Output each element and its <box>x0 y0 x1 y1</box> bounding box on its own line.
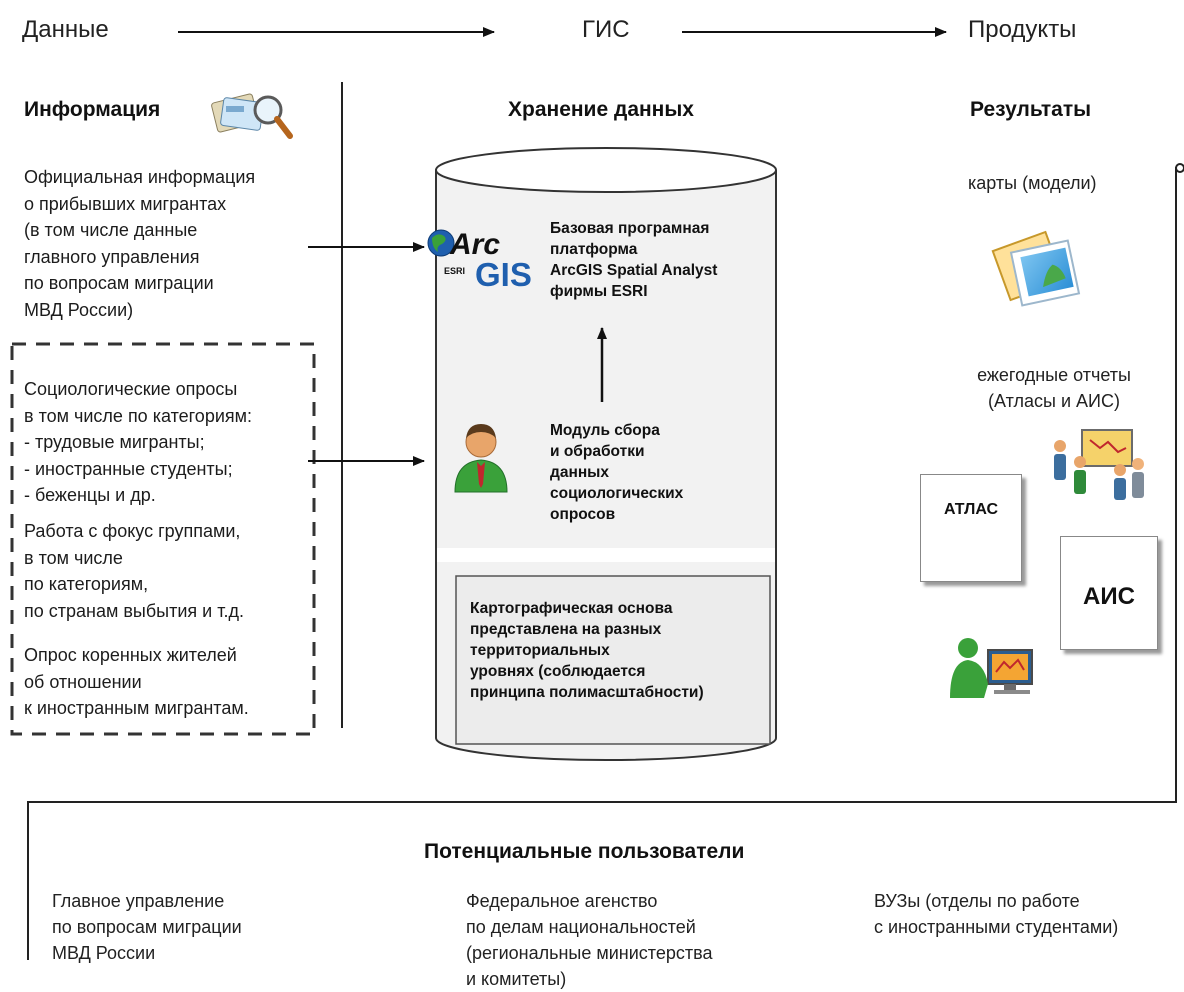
cartography-text: Картографическая основа представлена на … <box>470 600 704 701</box>
user-federal-agency: Федеральное агенство по делам национальн… <box>466 891 713 989</box>
reports-label: ежегодные отчеты (Атласы и АИС) <box>977 365 1131 411</box>
results-title: Результаты <box>970 98 1092 121</box>
connector-end-dot <box>1175 163 1184 173</box>
surveys-dashed-box <box>10 342 316 736</box>
natives-survey-text: Опрос коренных жителей об отношении к ин… <box>24 645 249 718</box>
ais-document: АИС <box>1060 536 1158 650</box>
computer-user-icon <box>950 638 1033 698</box>
atlas-document: АТЛАС <box>920 474 1022 582</box>
maps-label: карты (модели) <box>968 173 1097 193</box>
arcgis-logo-arc: Arc <box>450 228 501 261</box>
cartography-box <box>455 575 771 745</box>
ais-label: АИС <box>1083 583 1135 610</box>
data-storage-cylinder <box>435 147 777 761</box>
person-icon <box>454 424 508 493</box>
flow-label-products: Продукты <box>968 16 1077 43</box>
information-icon <box>211 93 293 139</box>
module-text: Модуль сбора и обработки данных социолог… <box>550 422 684 523</box>
user-universities: ВУЗы (отделы по работе с иностранными ст… <box>874 891 1119 937</box>
arcgis-logo-gis: GIS <box>475 256 532 293</box>
information-title: Информация <box>24 98 161 121</box>
surveys-text: Социологические опросы в том числе по ка… <box>24 379 253 505</box>
flow-label-gis: ГИС <box>582 16 630 43</box>
cylinder-divider-band <box>437 548 775 562</box>
user-migration-directorate: Главное управление по вопросам миграции … <box>52 891 242 963</box>
atlas-label: АТЛАС <box>943 501 999 518</box>
focus-groups-text: Работа с фокус группами, в том числе по … <box>24 521 244 621</box>
flow-label-data: Данные <box>22 16 109 43</box>
official-info-text: Официальная информация о прибывших мигра… <box>24 167 256 320</box>
maps-photos-icon <box>991 230 1081 307</box>
arcgis-logo-esri: ESRI <box>444 266 466 276</box>
potential-users-title: Потенциальные пользователи <box>424 840 745 863</box>
platform-text: Базовая програмная платформа ArcGIS Spat… <box>550 220 718 300</box>
presentation-people-icon <box>1054 429 1144 500</box>
data-storage-title: Хранение данных <box>508 98 694 121</box>
arcgis-globe-icon <box>427 229 455 257</box>
